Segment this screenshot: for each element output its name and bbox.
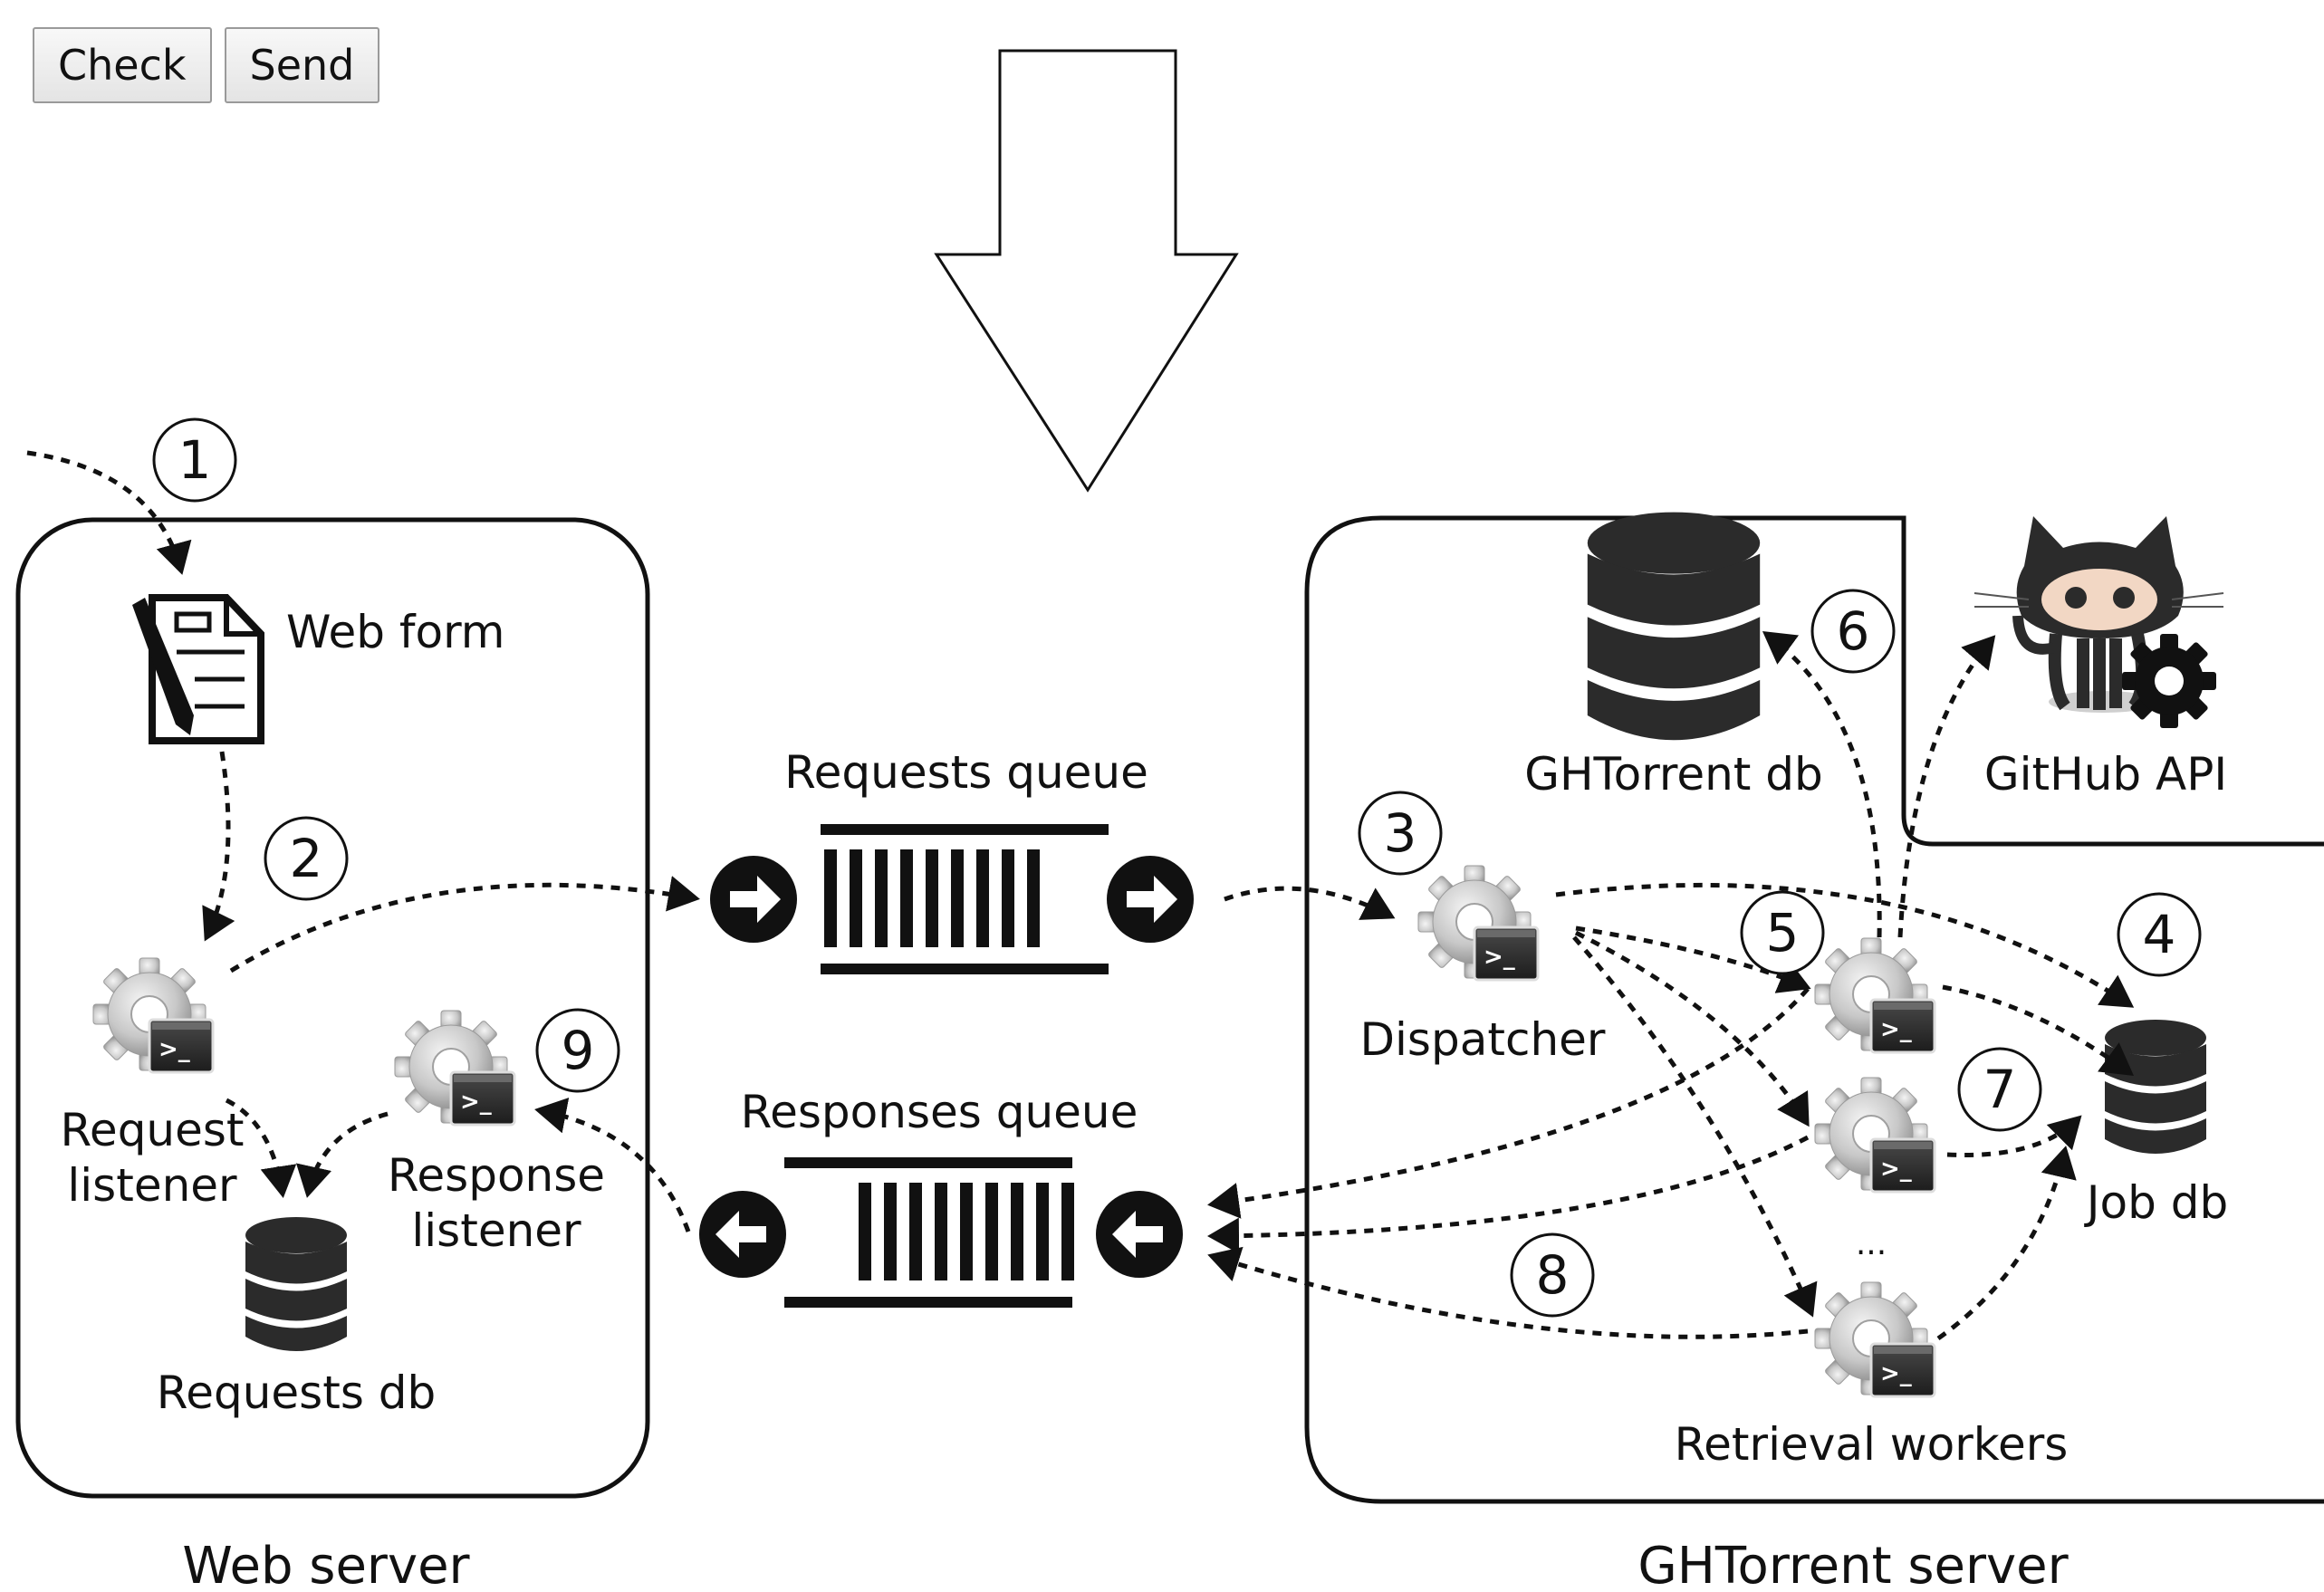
step-6-circle	[1810, 589, 1896, 674]
queue-out-arrow-icon	[1107, 856, 1194, 943]
ghtorrent-server-box	[1304, 515, 2324, 1504]
dispatcher-icon	[1416, 864, 1540, 982]
step-9-label: 9	[562, 1020, 595, 1081]
web-server-box	[15, 517, 650, 1499]
toolbar: Check Send	[33, 27, 380, 103]
flow-arrows	[26, 450, 2135, 1341]
requests-db-icon	[245, 1217, 347, 1351]
response-queue-in-arrow-icon	[1096, 1191, 1183, 1278]
step-3-circle	[1358, 791, 1443, 876]
web-form-icon	[132, 594, 264, 744]
step-3-label: 3	[1384, 802, 1417, 864]
step-2-label: 2	[290, 828, 323, 889]
step-1-circle	[152, 417, 237, 503]
github-octocat-icon	[1973, 516, 2224, 713]
ghtorrent-db-icon	[1587, 512, 1761, 741]
step-markers	[152, 417, 2202, 1318]
requests-queue-icon	[821, 824, 1109, 974]
workers-ellipsis: ...	[1856, 1225, 1887, 1262]
step-8-circle	[1510, 1232, 1595, 1318]
web-server-title: Web server	[182, 1537, 470, 1592]
step-7-label: 7	[1983, 1059, 2017, 1120]
step-9-circle	[535, 1008, 620, 1093]
api-gear-icon	[2122, 634, 2216, 728]
responses-queue-icon	[784, 1157, 1074, 1308]
dispatcher-label: Dispatcher	[1360, 1013, 1606, 1066]
retrieval-worker-2-icon	[1813, 1076, 1936, 1194]
requests-queue-label: Requests queue	[784, 746, 1148, 799]
check-button[interactable]: Check	[33, 27, 212, 103]
response-listener-label-1: Response	[388, 1149, 605, 1202]
ghtorrent-db-label: GHTorrent db	[1524, 748, 1823, 801]
send-button[interactable]: Send	[224, 27, 380, 103]
step-4-circle	[2117, 892, 2202, 977]
web-form-label: Web form	[286, 606, 504, 658]
github-api-label: GitHub API	[1984, 748, 2227, 801]
step-1-label: 1	[178, 429, 212, 491]
step-6-label: 6	[1837, 600, 1870, 662]
step-4-label: 4	[2143, 904, 2176, 965]
response-listener-icon	[393, 1009, 516, 1127]
big-down-arrow	[934, 49, 1239, 493]
request-listener-label-2: listener	[67, 1159, 237, 1212]
request-listener-icon	[91, 956, 215, 1074]
ghtorrent-server-title: GHTorrent server	[1637, 1537, 2069, 1592]
job-db-icon	[2105, 1020, 2206, 1154]
request-listener-label-1: Request	[60, 1104, 244, 1156]
requests-db-label: Requests db	[157, 1367, 437, 1419]
queue-in-arrow-icon	[710, 856, 797, 943]
retrieval-workers-label: Retrieval workers	[1675, 1418, 2069, 1471]
response-listener-label-2: listener	[411, 1204, 581, 1257]
job-db-label: Job db	[2084, 1176, 2228, 1229]
responses-queue-label: Responses queue	[741, 1086, 1138, 1138]
step-5-circle	[1740, 890, 1825, 975]
response-queue-out-arrow-icon	[699, 1191, 786, 1278]
retrieval-worker-1-icon	[1813, 936, 1936, 1054]
step-5-label: 5	[1766, 902, 1800, 964]
step-8-label: 8	[1536, 1244, 1570, 1306]
retrieval-worker-3-icon	[1813, 1280, 1936, 1398]
step-7-circle	[1957, 1047, 2042, 1132]
step-2-circle	[264, 816, 349, 901]
